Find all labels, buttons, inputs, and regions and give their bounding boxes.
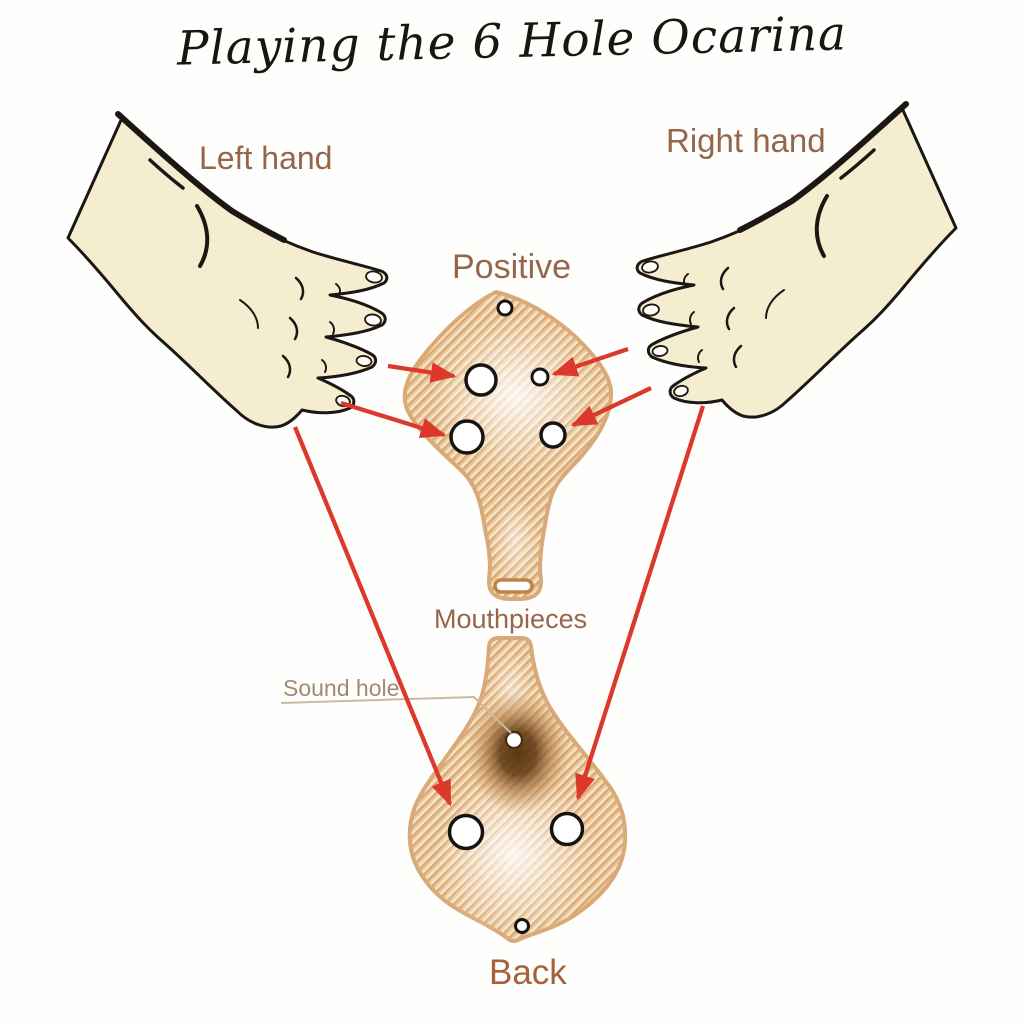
front-neck-highlight [491,492,539,588]
back-thumb-hole-right [549,811,585,847]
mouthpieces-label: Mouthpieces [434,604,588,634]
right-hand-label: Right hand [666,122,826,159]
arrow-left-hand-to-upper-left-hole [387,362,457,383]
sound-hole-shading [466,691,570,815]
back-thumb-hole-left [447,813,485,851]
ocarina-back-view [407,636,628,944]
back-hole-bottom-tip [514,918,530,934]
right-hand-illustration [635,101,958,419]
mouthpiece-slot-front [493,578,534,594]
ocarina-front-view [402,289,614,601]
left-hand-label: Left hand [199,140,333,176]
left-hand-illustration [66,111,389,429]
arrow-left-thumb-to-back-hole [293,426,452,807]
sound-hole-label: Sound hole [283,675,400,701]
front-hole-lower-right [539,421,567,449]
back-highlight [434,773,594,937]
positive-view-label: Positive [452,248,572,286]
sound-hole [504,730,524,750]
front-hole-upper-right-small [530,367,550,387]
arrow-right-hand-to-small-hole [551,346,629,377]
back-view-label: Back [489,953,567,992]
arrow-left-hand-to-lower-left-hole [340,400,447,438]
arrow-right-hand-to-lower-right-hole [570,386,652,427]
arrow-right-thumb-to-back-hole [575,405,706,801]
front-hole-top [496,299,514,317]
sound-hole-leader-line [280,695,512,734]
front-hole-lower-left [449,419,485,455]
pointer-arrows [293,346,706,807]
front-hole-upper-left [464,363,498,397]
